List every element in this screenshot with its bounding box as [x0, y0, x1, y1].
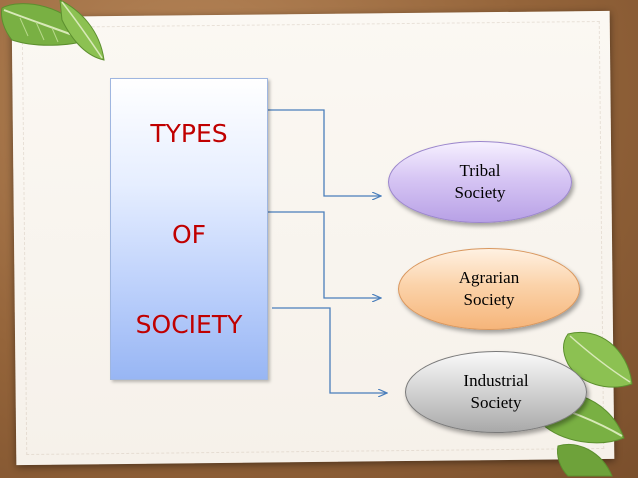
- connector-industrial: [272, 307, 387, 393]
- leaf-icon: [1, 0, 105, 61]
- main-title-line-3: SOCIETY: [135, 310, 243, 339]
- connector-tribal: [266, 109, 381, 196]
- node-label-line-2: Society: [470, 393, 522, 412]
- main-title-line-1: TYPES: [150, 119, 228, 148]
- node-industrial-society: Industrial Society: [405, 351, 587, 433]
- node-label-line-2: Society: [463, 290, 515, 309]
- main-title-line-2: OF: [171, 220, 207, 249]
- node-agrarian-society: Agrarian Society: [398, 248, 580, 330]
- node-label-line-2: Society: [454, 183, 506, 202]
- node-label-line-1: Agrarian: [458, 268, 520, 287]
- node-label-line-1: Industrial: [463, 371, 529, 390]
- connector-agrarian: [266, 211, 381, 298]
- types-of-society-box: TYPES OF SOCIETY: [110, 78, 268, 380]
- node-tribal-society: Tribal Society: [388, 141, 572, 223]
- node-label-line-1: Tribal: [459, 161, 501, 180]
